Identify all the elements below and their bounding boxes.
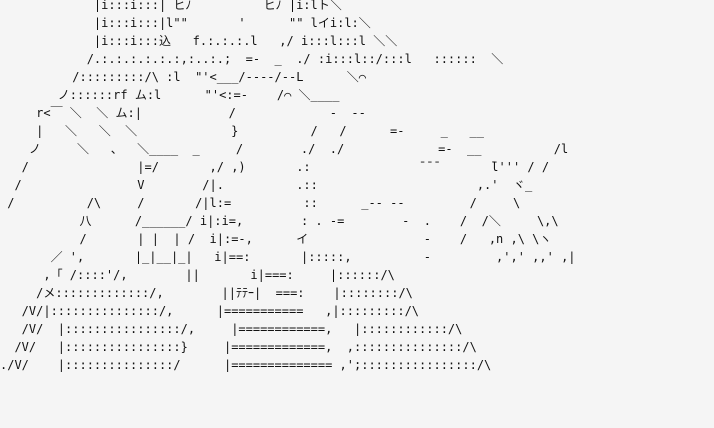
art-line-7: r<￣ ＼ ＼ ム:| / - -- bbox=[0, 106, 366, 120]
art-line-6: ノ::::::rf ム:l "'<:=- /⌒ ＼____ bbox=[0, 88, 340, 102]
art-line-9: ノ ＼ 、 ＼____ _ / ./ ./ =- __ /l bbox=[0, 142, 569, 156]
art-line-5: /:::::::::/\ :l "'<___/----/--L ＼⌒ bbox=[0, 70, 367, 84]
art-line-10: / |=/ ,/ ,) .: ¯¯¯ ̄l''' / / bbox=[0, 160, 550, 174]
art-line-21: ./V/ |:::::::::::::::/ |============== ,… bbox=[0, 358, 492, 372]
art-line-17: /メ:::::::::::::/, ||ﾃﾃｰ| ===: |::::::::/… bbox=[0, 286, 413, 300]
art-line-3: |i:::i:::込 f.:.:.:.l ,/ i:::l:::l ＼＼ bbox=[0, 34, 398, 48]
art-line-8: | ＼ ＼ ＼ } / / =- _ __ bbox=[0, 124, 484, 138]
art-line-2: |i:::i:::|l"" ' "" lイi:l:＼ bbox=[0, 16, 371, 30]
art-line-4: /.:.:.:.:.:.:,:..:.; =- _ ./ :i:::l::/::… bbox=[0, 52, 504, 66]
art-line-14: / | | | / i|:=-, イ - / ,n ,\ \ヽ bbox=[0, 232, 552, 246]
art-line-19: /V/ |::::::::::::::::/, |============, |… bbox=[0, 322, 463, 336]
art-line-12: / /\ / /|l:= :: _-- -- / \ bbox=[0, 196, 521, 210]
art-line-18: /V/|:::::::::::::::/, |=========== ,|:::… bbox=[0, 304, 420, 318]
art-line-15: ／ ', |_|__|_| i|==: |:::::, - ,',' ,,' ,… bbox=[0, 250, 576, 264]
art-line-20: /V/ |::::::::::::::::} |=============, ,… bbox=[0, 340, 477, 354]
art-line-16: ,「 /::::'/, || i|===: |::::::/\ bbox=[0, 268, 395, 282]
art-line-13: 八 /______/ i|:i=, : . -= - . / /＼ \,\ bbox=[0, 214, 559, 228]
art-line-1: |i:::i:::| ヒﾉ ヒﾉ |i:lト＼ bbox=[0, 0, 342, 12]
art-line-11: / V /|. .:: ,.' ヾ_ bbox=[0, 178, 533, 192]
